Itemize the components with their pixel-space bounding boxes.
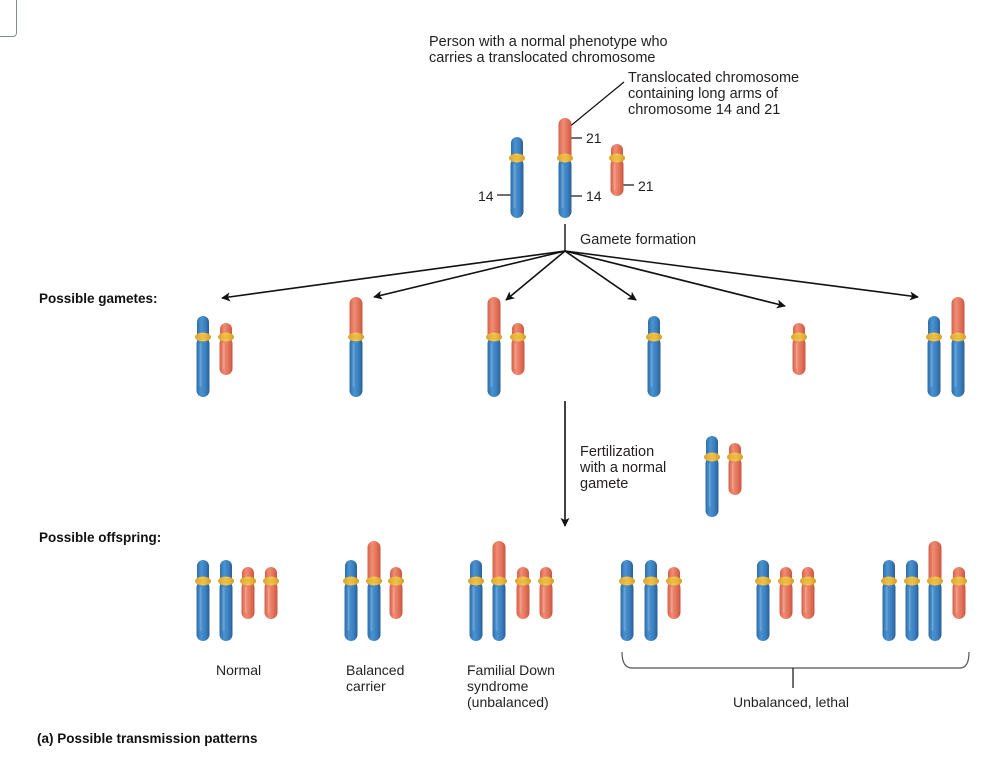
frame-corner (0, 0, 17, 37)
gamete-2-translocated-chromosome-14-21 (348, 297, 364, 397)
possible-gametes-heading: Possible gametes: (39, 291, 158, 306)
gamete-arrow-3 (505, 250, 566, 301)
parent-label-14-translocated: 14 (586, 188, 602, 204)
offspring-5-chromosome-21 (800, 567, 816, 619)
offspring-3-chromosome-14 (468, 560, 484, 641)
offspring-5-chromosome-14 (755, 560, 771, 641)
figure-caption: (a) Possible transmission patterns (37, 731, 258, 746)
gamete-arrow-5 (564, 250, 786, 309)
offspring-6-translocated-chromosome-14-21 (927, 541, 943, 641)
offspring-6-chromosome-21 (951, 567, 967, 619)
offspring-1-chromosome-14 (195, 560, 211, 641)
gamete-1-chromosome-14 (195, 316, 211, 397)
translocation-description: Translocated chromosome containing long … (628, 70, 800, 118)
offspring-2-chromosome-14 (343, 560, 359, 641)
offspring-3-chromosome-21 (538, 567, 554, 619)
offspring-2-translocated-chromosome-14-21 (366, 541, 382, 641)
bracket-label-unbalanced-lethal: Unbalanced, lethal (733, 694, 849, 710)
offspring-3-translocated-chromosome-14-21 (491, 541, 507, 641)
offspring-4-chromosome-14 (643, 560, 659, 641)
gamete-arrow-2 (373, 250, 566, 300)
offspring-5-chromosome-21 (778, 567, 794, 619)
gamete-arrow-4 (564, 250, 637, 301)
parent-translocated-chromosome-14-21 (557, 118, 573, 218)
gamete-5-chromosome-21 (791, 323, 807, 375)
parent-label-21-translocated: 21 (586, 130, 602, 146)
offspring-4-chromosome-21 (666, 567, 682, 619)
gamete-6-translocated-chromosome-14-21 (950, 297, 966, 397)
offspring-6-chromosome-14 (904, 560, 920, 641)
offspring-label-balanced-carrier: Balanced carrier (346, 662, 405, 694)
fertilization-label: Fertilization with a normal gamete (580, 444, 667, 492)
gamete-arrow-6 (564, 250, 919, 301)
parent-chromosome-21 (609, 144, 625, 196)
normal-gamete-chromosome-14 (704, 436, 720, 517)
offspring-label-normal: Normal (216, 662, 262, 678)
offspring-1-chromosome-21 (240, 567, 256, 619)
possible-offspring-heading: Possible offspring: (39, 530, 162, 545)
offspring-6-chromosome-14 (881, 560, 897, 641)
gamete-3-chromosome-21 (510, 323, 526, 375)
gamete-3-translocated-chromosome-14-21 (486, 297, 502, 397)
offspring-4-chromosome-14 (619, 560, 635, 641)
offspring-2-chromosome-21 (388, 567, 404, 619)
offspring-1-chromosome-21 (263, 567, 279, 619)
gamete-1-chromosome-21 (218, 323, 234, 375)
parent-description: Person with a normal phenotype who carri… (429, 34, 668, 66)
gamete-formation-label: Gamete formation (580, 232, 697, 248)
label-leader-line (567, 81, 625, 129)
gamete-arrow-1 (221, 250, 566, 302)
offspring-label-familial-down: Familial Down syndrome (unbalanced) (467, 662, 555, 710)
parent-label-14: 14 (478, 188, 494, 204)
parent-label-21: 21 (638, 178, 654, 194)
unbalanced-bracket (621, 651, 970, 669)
offspring-3-chromosome-21 (515, 567, 531, 619)
parent-chromosome-14 (509, 137, 525, 218)
gamete-4-chromosome-14 (646, 316, 662, 397)
gamete-6-chromosome-14 (926, 316, 942, 397)
offspring-1-chromosome-14 (218, 560, 234, 641)
normal-gamete-chromosome-21 (727, 443, 743, 495)
